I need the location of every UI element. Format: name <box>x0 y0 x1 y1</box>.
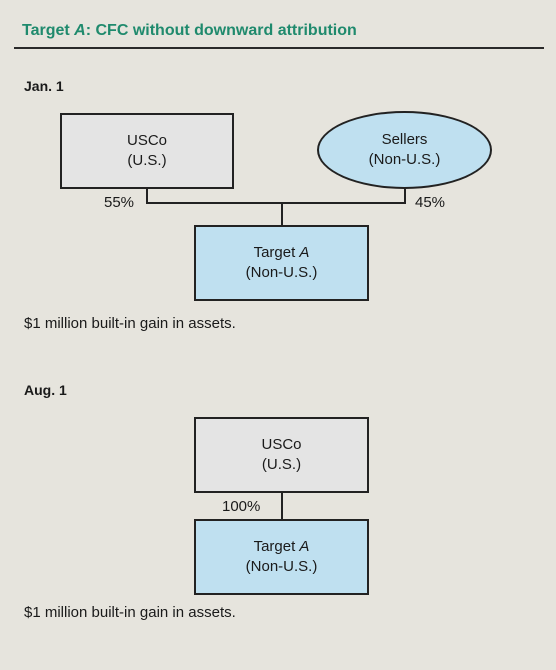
jan-horizontal-connector <box>146 202 406 204</box>
jan-sellers-country: (Non-U.S.) <box>368 151 441 168</box>
jan-target-name-italic: A <box>299 244 310 261</box>
jan-target-connector <box>281 202 283 226</box>
jan-usco-box: USCo (U.S.) <box>60 113 234 189</box>
aug-target-name-prefix: Target <box>253 538 300 555</box>
figure-title: Target A: CFC without downward attributi… <box>22 22 357 40</box>
jan-sellers-ownership: 45% <box>415 194 446 211</box>
aug-section-label: Aug. 1 <box>24 382 67 398</box>
jan-usco-name: USCo <box>126 132 167 149</box>
aug-usco-ownership: 100% <box>222 498 261 515</box>
aug-target-name-italic: A <box>299 538 310 555</box>
jan-sellers-ellipse: Sellers (Non-U.S.) <box>317 111 492 189</box>
jan-target-name: Target A <box>254 243 310 263</box>
aug-target-country: (Non-U.S.) <box>245 558 318 575</box>
aug-usco-country: (U.S.) <box>261 456 302 473</box>
aug-target-box: Target A (Non-U.S.) <box>194 519 369 595</box>
aug-note: $1 million built-in gain in assets. <box>24 604 236 621</box>
jan-usco-country: (U.S.) <box>127 152 167 169</box>
jan-usco-connector <box>146 189 148 203</box>
jan-target-country: (Non-U.S.) <box>245 264 318 281</box>
jan-target-box: Target A (Non-U.S.) <box>194 225 369 301</box>
jan-usco-ownership: 55% <box>104 194 135 211</box>
title-prefix: Target <box>22 22 75 39</box>
jan-section-label: Jan. 1 <box>24 78 64 94</box>
jan-sellers-name: Sellers <box>381 131 428 148</box>
aug-usco-box: USCo (U.S.) <box>194 417 369 493</box>
jan-note: $1 million built-in gain in assets. <box>24 315 236 332</box>
title-italic: A <box>74 22 86 39</box>
aug-target-connector <box>281 493 283 520</box>
aug-usco-name: USCo <box>261 436 302 453</box>
jan-sellers-connector <box>404 189 406 203</box>
jan-target-name-prefix: Target <box>253 244 300 261</box>
aug-target-name: Target A <box>254 537 310 557</box>
title-rule <box>14 47 544 49</box>
title-suffix: : CFC without downward attribution <box>85 22 357 39</box>
